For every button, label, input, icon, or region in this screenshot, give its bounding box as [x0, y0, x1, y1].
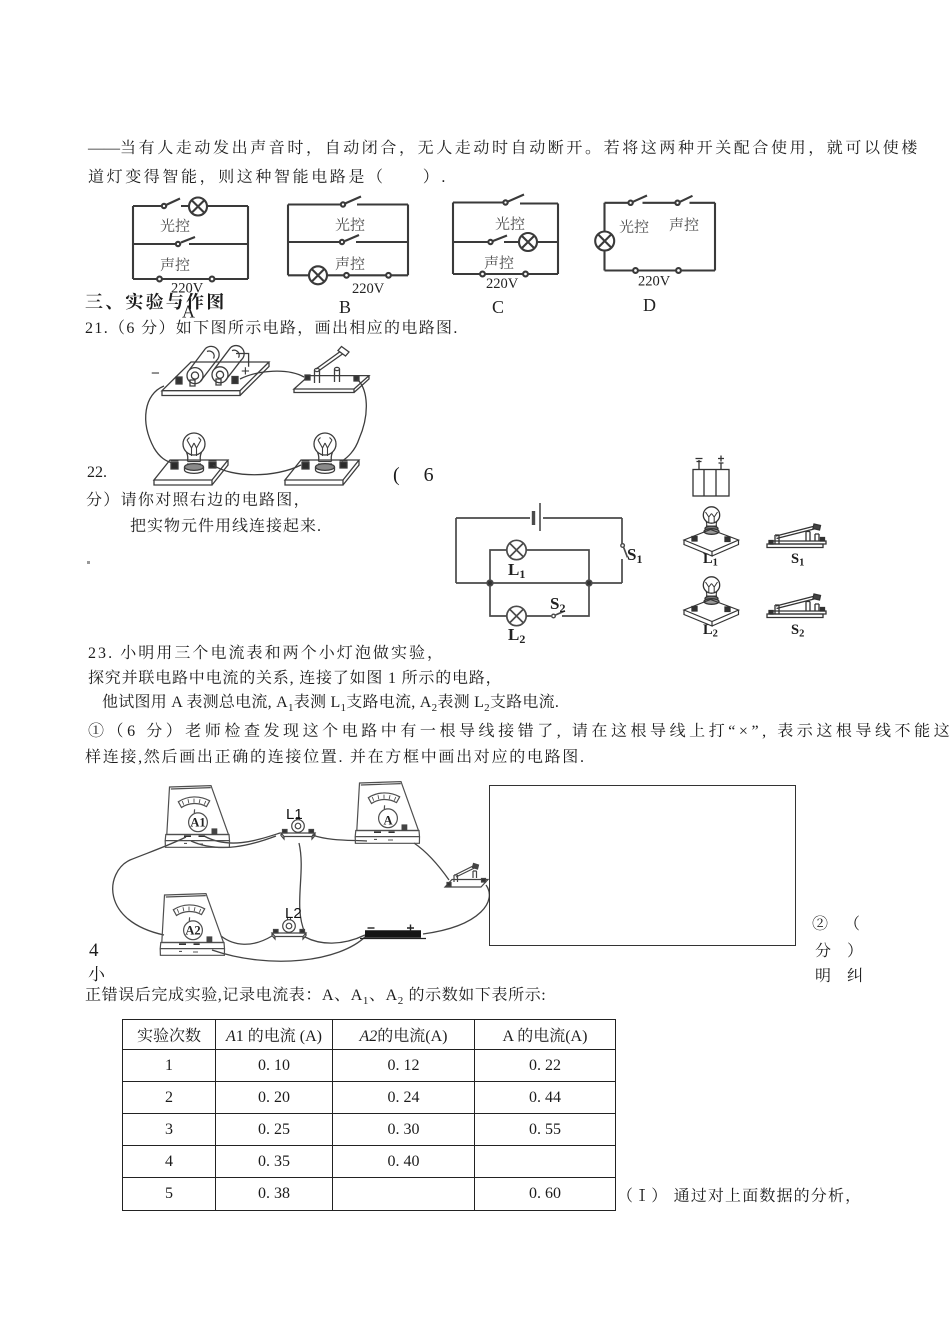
- svg-text:A1: A1: [190, 816, 205, 830]
- svg-text:光控: 光控: [335, 217, 365, 234]
- svg-text:S1: S1: [627, 545, 642, 566]
- svg-text:声控: 声控: [669, 217, 699, 234]
- svg-text:−: −: [151, 365, 160, 382]
- svg-text:220V: 220V: [171, 281, 204, 297]
- svg-text:L1: L1: [286, 806, 303, 823]
- svg-text:声控: 声控: [335, 256, 365, 273]
- svg-text:L1: L1: [703, 551, 718, 569]
- svg-text:S1: S1: [791, 551, 804, 569]
- svg-text:220V: 220V: [352, 281, 385, 297]
- svg-text:C: C: [492, 297, 504, 317]
- svg-text:声控: 声控: [160, 257, 190, 274]
- svg-text:L2: L2: [285, 905, 302, 922]
- svg-text:D: D: [643, 295, 656, 315]
- svg-text:B: B: [339, 297, 351, 317]
- svg-text:声控: 声控: [484, 255, 514, 272]
- svg-text:A: A: [383, 814, 392, 828]
- svg-text:光控: 光控: [495, 216, 525, 233]
- svg-text:A2: A2: [185, 924, 200, 938]
- svg-text:220V: 220V: [486, 276, 519, 292]
- svg-text:L1: L1: [508, 560, 525, 581]
- svg-text:+: +: [241, 363, 250, 380]
- svg-text:L2: L2: [508, 625, 525, 646]
- svg-text:S2: S2: [791, 622, 804, 640]
- svg-text:光控: 光控: [160, 218, 190, 235]
- svg-text:220V: 220V: [638, 274, 671, 290]
- svg-text:光控: 光控: [619, 219, 649, 236]
- svg-text:A: A: [182, 302, 195, 322]
- svg-text:S2: S2: [550, 594, 565, 615]
